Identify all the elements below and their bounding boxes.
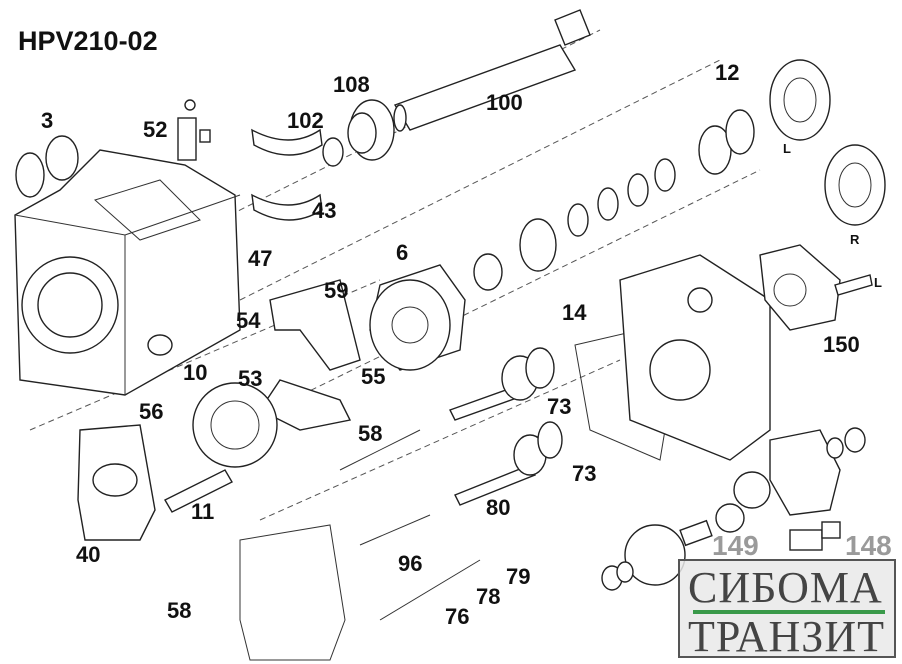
springs-96	[339, 429, 481, 621]
pistons-80	[449, 347, 563, 506]
cover-R	[824, 144, 886, 226]
label-14: 14	[562, 300, 587, 325]
bearing-108	[347, 99, 395, 161]
label-108: 108	[333, 72, 370, 97]
watermark-logo: СИБОМА ТРАНЗИТ	[678, 559, 896, 661]
valve-housing	[619, 254, 771, 461]
label-100: 100	[486, 90, 523, 115]
gear-pump-parts	[601, 427, 866, 591]
label-52: 52	[143, 117, 167, 142]
drive-shaft-100	[393, 9, 591, 132]
label-96: 96	[398, 551, 422, 576]
swashplate-40	[77, 424, 156, 541]
label-54: 54	[236, 308, 261, 333]
label-3: 3	[41, 108, 53, 133]
label-149: 149	[712, 530, 759, 561]
label-12: 12	[715, 60, 739, 85]
label-148: 148	[845, 530, 892, 561]
retainer-54-55	[258, 279, 361, 431]
label-55: 55	[361, 364, 385, 389]
label-47: 47	[248, 246, 272, 271]
bottom-swashplate-ghost	[239, 524, 346, 661]
label-56: 56	[139, 399, 163, 424]
pump-housing	[14, 149, 241, 396]
label-L-right: L	[874, 275, 882, 290]
label-58-middle: 58	[358, 421, 382, 446]
label-78: 78	[476, 584, 500, 609]
cradle-bearings-43	[251, 128, 323, 221]
label-59: 59	[324, 278, 348, 303]
label-R: R	[850, 232, 860, 247]
label-10: 10	[183, 360, 207, 385]
label-40: 40	[76, 542, 100, 567]
label-79: 79	[506, 564, 530, 589]
pump-150	[759, 244, 873, 331]
pin-11	[164, 469, 233, 513]
solenoid-148	[789, 521, 841, 551]
label-80: 80	[486, 495, 510, 520]
label-11: 11	[191, 499, 214, 524]
diagram-title: HPV210-02	[18, 26, 158, 56]
label-102: 102	[287, 108, 324, 133]
part-labels: 3 52 108 102 100 12 L R 43 47 6 59 54 14…	[41, 60, 882, 629]
watermark-line2: ТРАНЗИТ	[688, 612, 885, 661]
label-150: 150	[823, 332, 860, 357]
label-43: 43	[312, 198, 336, 223]
ring-102	[322, 137, 344, 167]
seal-ring-3	[15, 135, 79, 198]
label-6: 6	[396, 240, 408, 265]
bearing-rings	[473, 109, 755, 291]
watermark-line1: СИБОМА	[688, 563, 883, 612]
cylinder-block-6	[369, 264, 466, 371]
label-73-lower: 73	[572, 461, 596, 486]
label-58-bottom: 58	[167, 598, 191, 623]
watermark-divider	[693, 610, 885, 614]
cover-12	[769, 59, 831, 141]
valve-52	[177, 99, 211, 161]
label-L-top: L	[783, 141, 791, 156]
label-76: 76	[445, 604, 469, 629]
label-73-upper: 73	[547, 394, 571, 419]
label-53: 53	[238, 366, 262, 391]
port-plate-10	[192, 382, 278, 468]
